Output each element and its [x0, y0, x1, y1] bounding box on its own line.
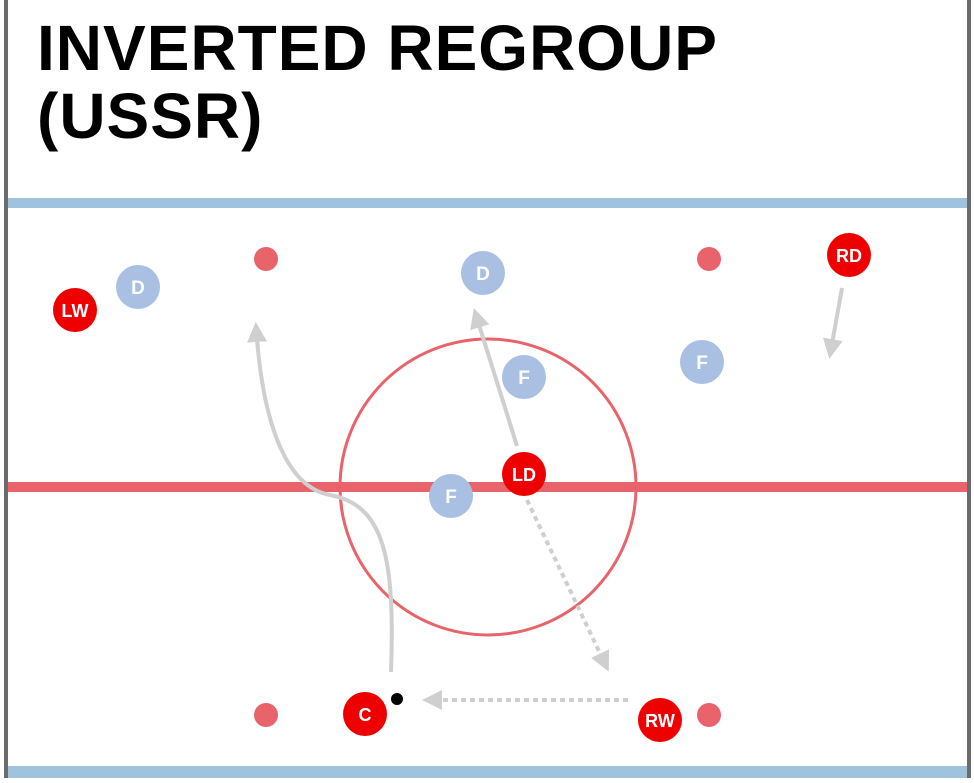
- page-title: INVERTED REGROUP (USSR): [37, 14, 937, 150]
- player-label: F: [445, 487, 457, 508]
- puck: [391, 693, 403, 705]
- faceoff-dot-top-right: [697, 247, 721, 271]
- rd-skate-path-arrow: [822, 287, 844, 359]
- faceoff-dot-bottom-right: [697, 703, 721, 727]
- player-label: C: [359, 705, 372, 725]
- right-boards: [967, 0, 971, 778]
- player-label: F: [518, 368, 530, 389]
- player-label: RD: [836, 246, 862, 266]
- attacker-rw: RW: [638, 698, 682, 742]
- defender-d-left: D: [116, 265, 160, 309]
- player-label: RW: [645, 711, 675, 731]
- player-label: F: [696, 353, 708, 374]
- blue-line-top: [8, 198, 967, 208]
- attacker-ld: LD: [502, 452, 546, 496]
- player-label: LW: [62, 301, 89, 321]
- faceoff-dot-top-left: [254, 247, 278, 271]
- player-label: D: [476, 264, 490, 285]
- blue-line-bottom: [8, 766, 967, 778]
- defender-f-right: F: [680, 340, 724, 384]
- player-label: D: [131, 278, 145, 299]
- defender-f-upper: F: [502, 355, 546, 399]
- attacker-lw: LW: [53, 288, 97, 332]
- faceoff-dot-bottom-left: [254, 703, 278, 727]
- title-line-1: INVERTED REGROUP: [37, 12, 718, 84]
- center-red-line: [8, 482, 967, 492]
- ld-pass-arrow: [525, 499, 610, 672]
- defender-d-center: D: [461, 251, 505, 295]
- left-boards: [4, 0, 8, 778]
- attacker-rd: RD: [827, 233, 871, 277]
- attacker-c: C: [343, 692, 387, 736]
- player-label: LD: [512, 465, 536, 485]
- ld-skate-path-arrow: [470, 308, 519, 447]
- c-skate-path-arrow: [247, 322, 394, 673]
- defender-f-lower: F: [429, 474, 473, 518]
- title-line-2: (USSR): [37, 80, 264, 152]
